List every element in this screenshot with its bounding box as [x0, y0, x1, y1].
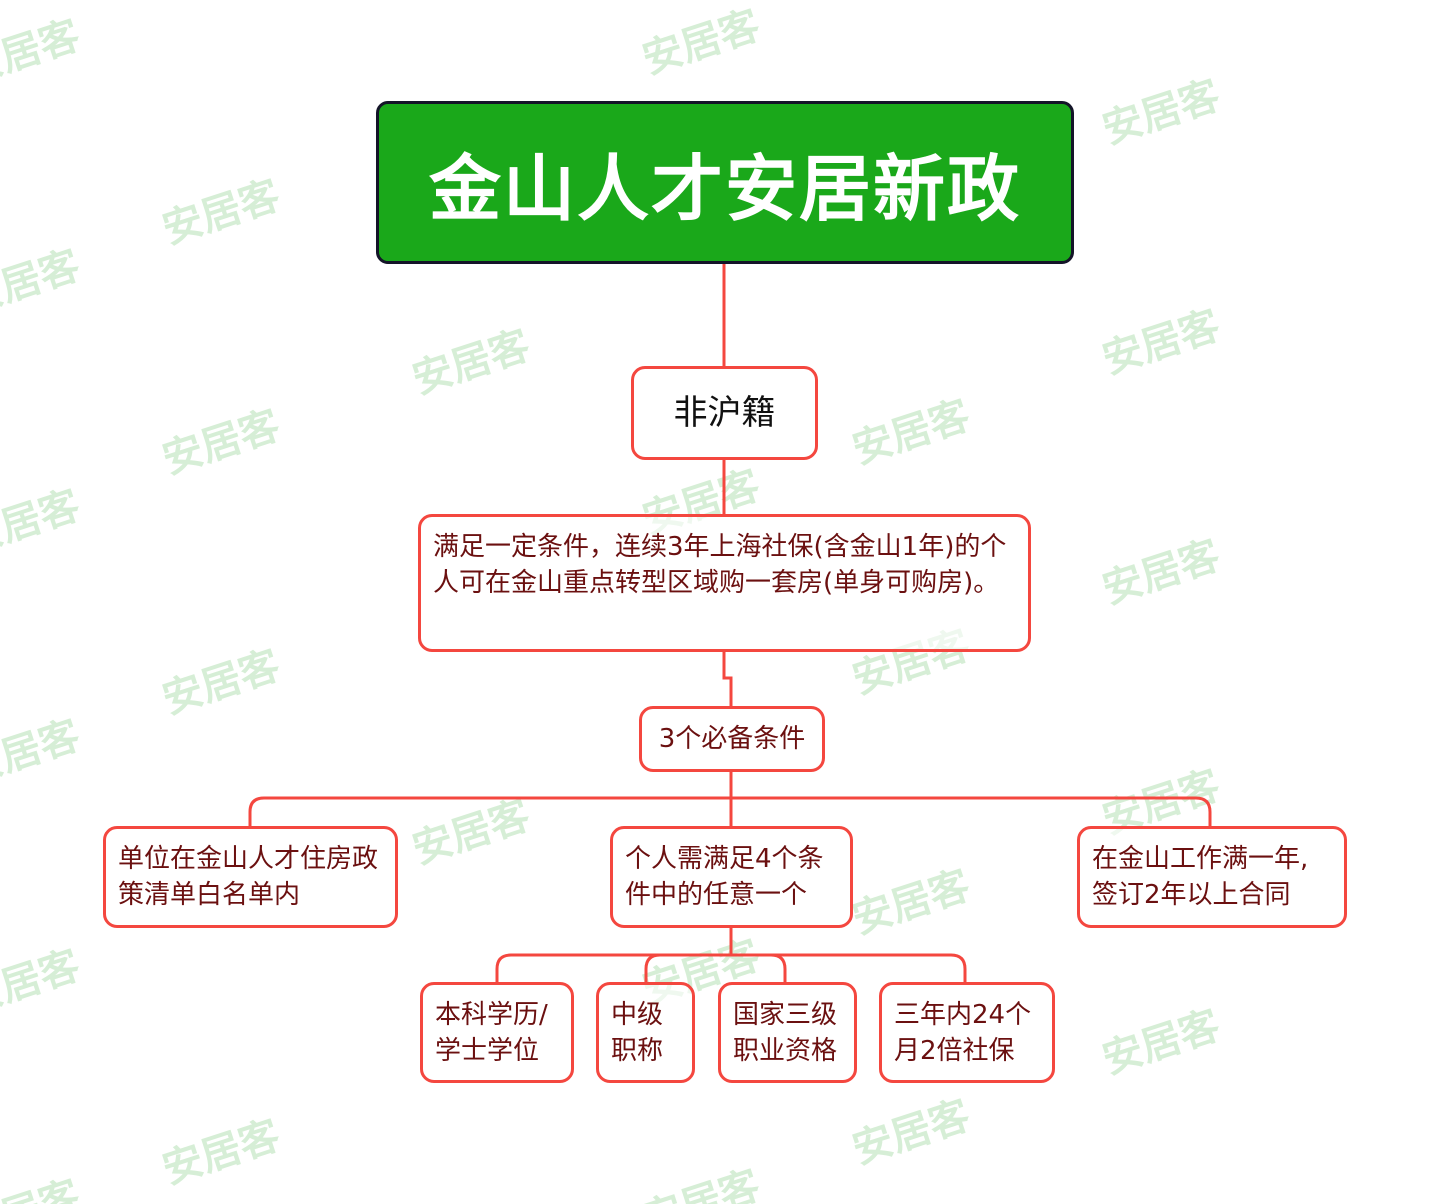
node-option-title: 中级职称	[596, 982, 695, 1083]
connector-opt-left	[495, 953, 731, 982]
node-requirement-work: 在金山工作满一年,签订2年以上合同	[1077, 826, 1347, 928]
connector-req-right	[731, 796, 1212, 826]
connector-req-left	[248, 796, 731, 826]
connector-opt-right	[731, 953, 967, 982]
root-title: 金山人才安居新政	[376, 101, 1074, 264]
connector-desc-req	[722, 652, 733, 706]
node-requirement-whitelist: 单位在金山人才住房政策清单白名单内	[103, 826, 398, 928]
node-requirement-personal: 个人需满足4个条件中的任意一个	[610, 826, 853, 928]
node-requirements-header: 3个必备条件	[639, 706, 825, 772]
connector-opt-2	[644, 953, 661, 982]
connector-opt-3	[770, 953, 787, 982]
node-option-degree: 本科学历/学士学位	[420, 982, 574, 1083]
node-option-social-security: 三年内24个月2倍社保	[879, 982, 1055, 1083]
node-non-local: 非沪籍	[631, 366, 818, 460]
node-option-qualification: 国家三级职业资格	[718, 982, 857, 1083]
node-description: 满足一定条件，连续3年上海社保(含金山1年)的个人可在金山重点转型区域购一套房(…	[418, 514, 1031, 652]
